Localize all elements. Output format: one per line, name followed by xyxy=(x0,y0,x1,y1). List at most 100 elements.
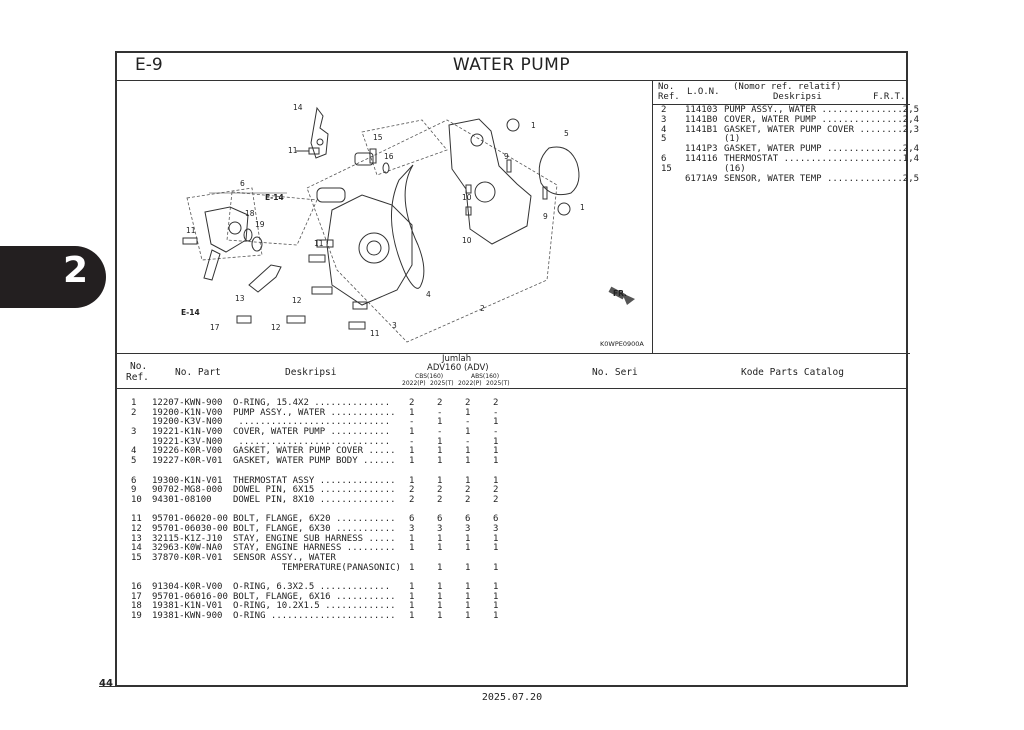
parts-cell-desc: DOWEL PIN, 8X10 .............. xyxy=(233,494,396,505)
parts-cell-ref: 4 xyxy=(131,446,137,457)
parts-cell-ref: 13 xyxy=(131,533,142,544)
parts-cell-qty: 1 xyxy=(437,543,443,554)
page-number-rule xyxy=(99,686,115,687)
parts-cell-desc: GASKET, WATER PUMP BODY ...... xyxy=(233,456,396,467)
callout-1: 1 xyxy=(531,121,536,130)
serial-number-label: No. Seri xyxy=(592,367,638,378)
parts-cell-qty: 3 xyxy=(465,523,471,534)
section-tab-number: 2 xyxy=(62,250,88,291)
parts-cell-part: 32963-K0W-NA0 xyxy=(152,543,223,554)
parts-cell-qty: 1 xyxy=(409,582,415,593)
parts-cell-desc: O-RING, 15.4X2 .............. xyxy=(233,398,391,408)
parts-cell-desc: O-RING, 6.3X2.5 ............. xyxy=(233,582,391,593)
parts-cell-qty: 2 xyxy=(465,485,471,496)
parts-cell-qty: 1 xyxy=(493,543,499,554)
ref-no-label: No. xyxy=(658,82,675,92)
parts-cell-part: 19381-KWN-900 xyxy=(152,611,223,622)
parts-cell-ref: 15 xyxy=(131,553,142,563)
reference-row: 15(16) xyxy=(661,163,746,174)
callout-11: 11 xyxy=(314,239,324,248)
parts-cell-qty: 1 xyxy=(465,601,471,612)
callout-4: 4 xyxy=(426,290,431,299)
print-date: 2025.07.20 xyxy=(481,692,543,703)
parts-cell-qty: 2 xyxy=(493,485,499,496)
parts-cell-part: 12207-KWN-900 xyxy=(152,398,223,408)
parts-cell-qty: 2 xyxy=(465,494,471,505)
parts-cell-qty: - xyxy=(409,417,415,428)
callout-e-14: E-14 xyxy=(181,308,200,317)
parts-cell-qty: 1 xyxy=(493,562,499,573)
parts-cell-part: 19221-K3V-N00 xyxy=(152,436,223,447)
parts-cell-ref: 2 xyxy=(131,407,137,418)
callout-12: 12 xyxy=(292,296,302,305)
parts-row: 19200-K3V-N00 ..........................… xyxy=(117,418,906,428)
cbs-label: CBS(160) xyxy=(415,373,444,380)
parts-cell-part: 95701-06030-00 xyxy=(152,523,228,534)
ref-relative-label: (Nomor ref. relatif) xyxy=(733,82,842,92)
parts-cell-desc: BOLT, FLANGE, 6X16 ........... xyxy=(233,591,396,602)
parts-cell-qty: 1 xyxy=(493,417,499,428)
parts-cell-part: 19200-K1N-V00 xyxy=(152,407,223,418)
ref-frt-label: F.R.T. xyxy=(873,92,906,102)
callout-e-14: E-14 xyxy=(265,193,284,202)
parts-cell-qty: 1 xyxy=(437,436,443,447)
ref-desc-label: Deskripsi xyxy=(773,92,822,102)
parts-cell-ref: 6 xyxy=(131,475,137,486)
parts-cell-qty: 1 xyxy=(409,601,415,612)
callout-5: 5 xyxy=(564,129,569,138)
parts-cell-qty: 1 xyxy=(437,601,443,612)
parts-cell-qty: 1 xyxy=(465,427,471,438)
page-header: E-9 WATER PUMP xyxy=(117,53,906,81)
parts-cell-desc: BOLT, FLANGE, 6X30 ........... xyxy=(233,523,396,534)
parts-cell-ref: 17 xyxy=(131,591,142,602)
diagram-callouts: 14 11 15 16 1 5 9 9 1 10 10 6 E-14 18 19… xyxy=(181,103,644,348)
ref-lon-label: L.O.N. xyxy=(687,87,720,97)
parts-cell-qty: 1 xyxy=(409,407,415,418)
parts-cell-qty: 1 xyxy=(465,456,471,467)
parts-cell-qty: 1 xyxy=(437,611,443,622)
parts-cell-part: 32115-K1Z-J10 xyxy=(152,533,223,544)
parts-cell-ref: 18 xyxy=(131,601,142,612)
callout-1: 1 xyxy=(580,203,585,212)
parts-cell-qty: 6 xyxy=(409,514,415,525)
parts-cell-part: 19300-K1N-V01 xyxy=(152,475,223,486)
catalog-page-frame: E-9 WATER PUMP xyxy=(115,51,920,687)
parts-cell-qty: - xyxy=(409,436,415,447)
callout-11: 11 xyxy=(186,226,196,235)
callout-2: 2 xyxy=(480,304,485,313)
parts-row: 19221-K3V-N00 ..........................… xyxy=(117,436,906,448)
parts-cell-qty: 1 xyxy=(409,611,415,622)
year-label-2: 2025(T) xyxy=(430,380,454,387)
section-code: E-9 xyxy=(135,55,163,75)
parts-row: 13 32115-K1Z-J10 STAY, ENGINE SUB HARNESS … xyxy=(117,533,906,545)
parts-cell-part: 19200-K3V-N00 xyxy=(152,417,223,428)
parts-cell-desc: COVER, WATER PUMP ........... xyxy=(233,427,391,438)
parts-cell-desc: STAY, ENGINE SUB HARNESS ..... xyxy=(233,533,396,544)
parts-cell-part: 37870-K0R-V01 xyxy=(152,553,223,563)
parts-cell-qty: - xyxy=(493,407,499,418)
parts-cell-ref: 16 xyxy=(131,582,142,593)
parts-rows: 1 12207-KWN-900 O-RING, 15.4X2 ...........… xyxy=(117,398,906,622)
parts-cell-qty: 6 xyxy=(493,514,499,525)
reference-table-header: No. Ref. L.O.N. (Nomor ref. relatif) Des… xyxy=(653,80,910,105)
parts-cell-qty: 6 xyxy=(465,514,471,525)
parts-cell-qty: 1 xyxy=(465,611,471,622)
callout-9: 9 xyxy=(504,152,509,161)
year-label-3: 2022(P) xyxy=(458,380,482,387)
callout-15: 15 xyxy=(373,133,383,142)
parts-cell-qty: 1 xyxy=(437,475,443,486)
